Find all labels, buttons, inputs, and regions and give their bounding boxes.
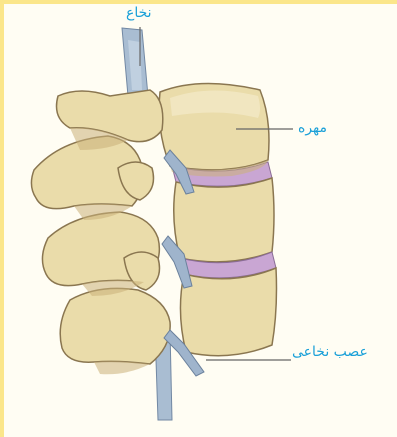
- spinal-nerve-label: عصب نخاعی: [292, 344, 368, 360]
- vertebral-body-lower: [180, 268, 276, 356]
- spinal-cord-label: نخاع: [126, 5, 152, 21]
- vertebra-label: مهره: [298, 120, 327, 136]
